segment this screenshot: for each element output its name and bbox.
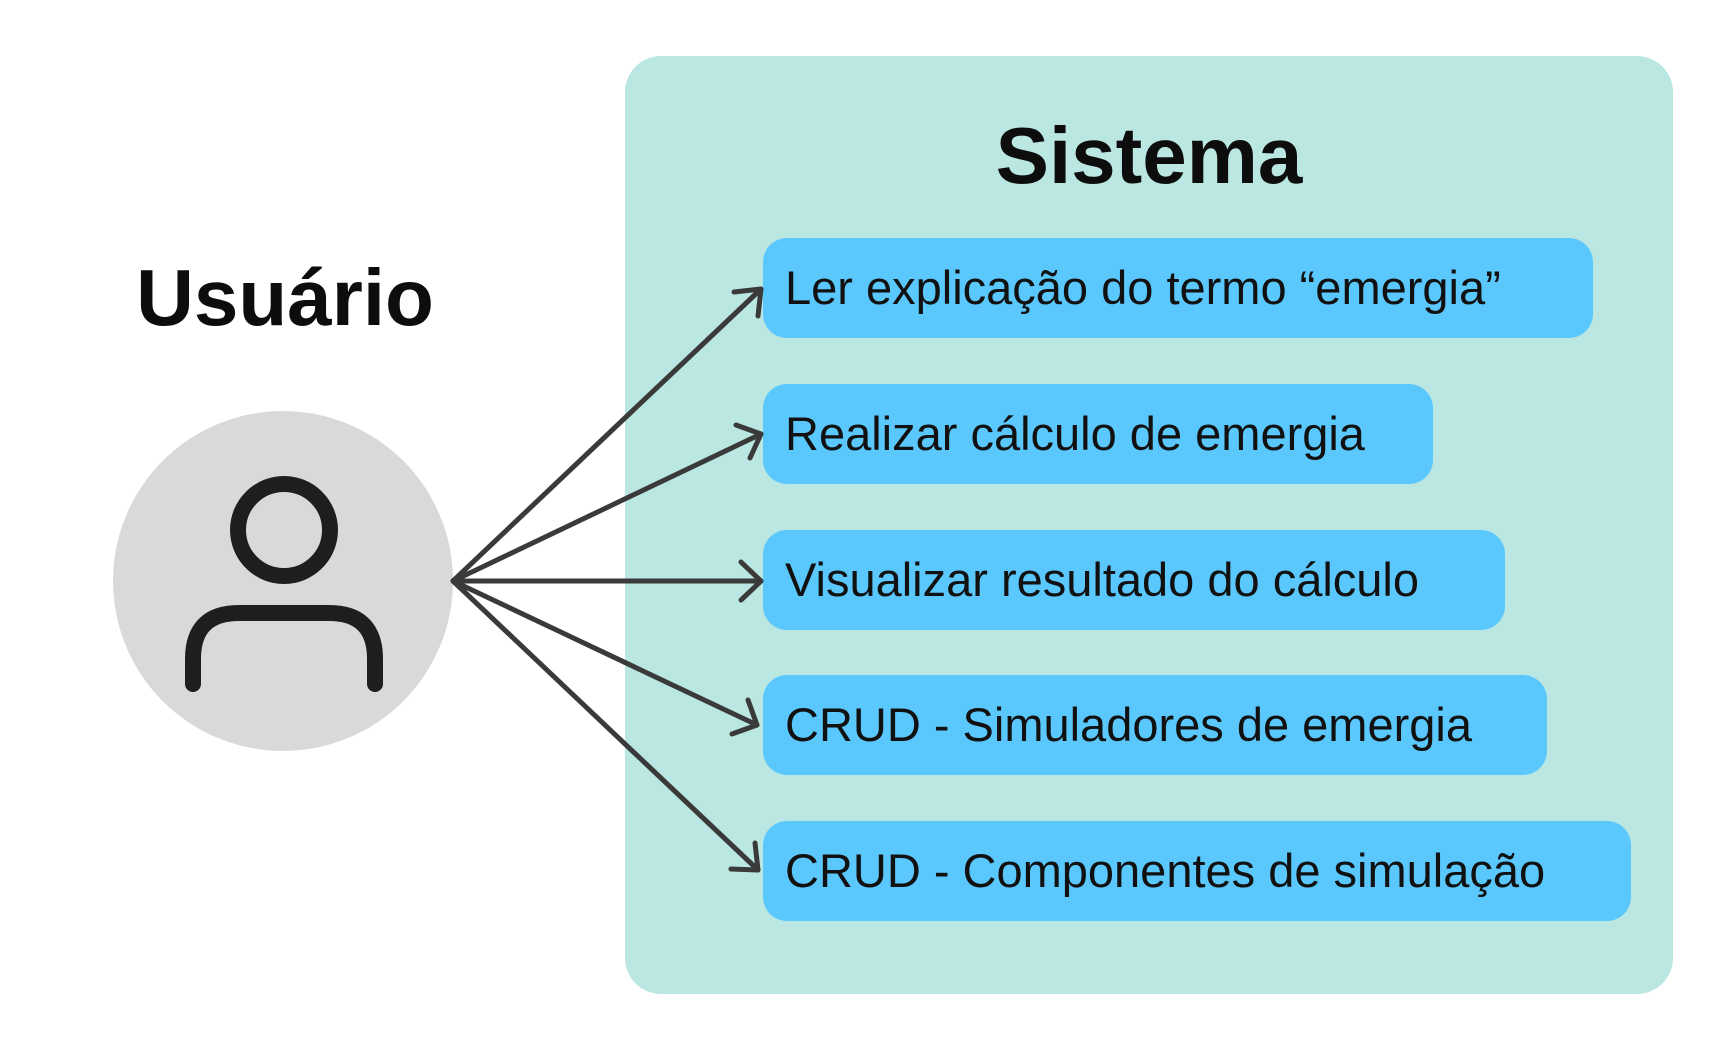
actor-avatar [113, 411, 453, 751]
use-case-view-result[interactable]: Visualizar resultado do cálculo [763, 530, 1505, 630]
use-case-crud-components[interactable]: CRUD - Componentes de simulação [763, 821, 1631, 921]
system-title: Sistema [995, 111, 1303, 200]
user-icon [185, 476, 383, 692]
use-case-perform-calculation[interactable]: Realizar cálculo de emergia [763, 384, 1433, 484]
use-case-crud-simulators[interactable]: CRUD - Simuladores de emergia [763, 675, 1547, 775]
actor-title: Usuário [136, 253, 434, 342]
use-case-read-explanation[interactable]: Ler explicação do termo “emergia” [763, 238, 1593, 338]
